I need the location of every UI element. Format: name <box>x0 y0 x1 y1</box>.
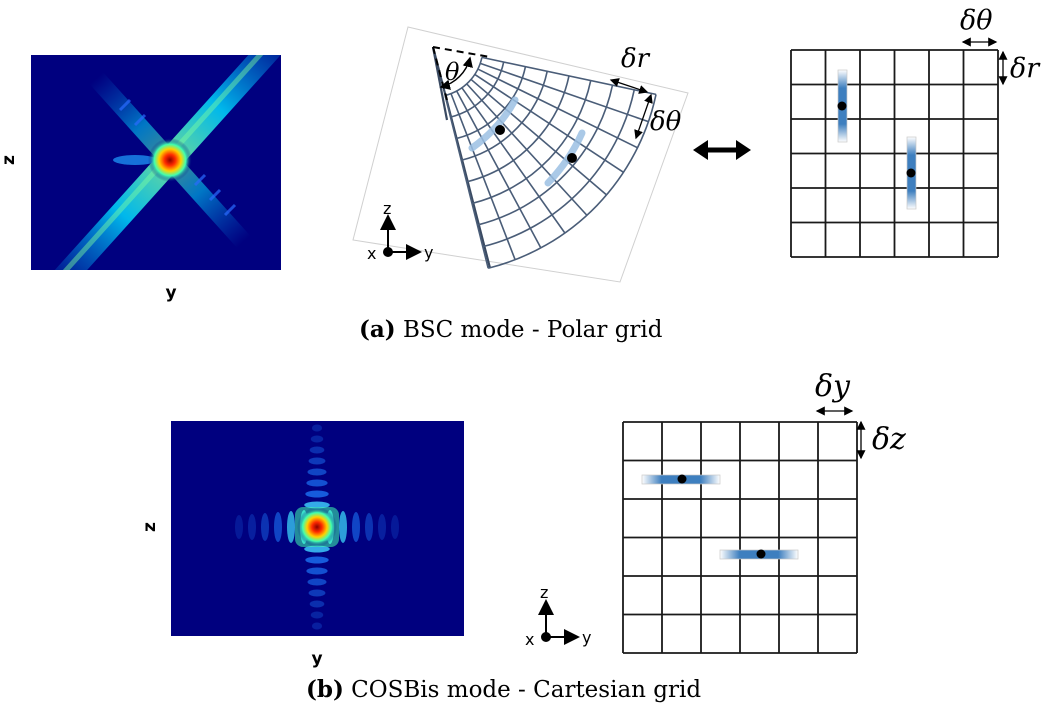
polar-grid <box>352 26 689 283</box>
grid-b-dz-label: δz <box>872 422 906 457</box>
polar-dtheta-label: δθ <box>650 107 682 137</box>
polar-dr-label: δr <box>621 44 651 74</box>
grid-b-markers <box>641 406 866 560</box>
axis-a-up: z <box>383 199 391 218</box>
axis-a-right: y <box>424 243 433 262</box>
heatmap-a-xlabel: y <box>165 283 176 303</box>
axis-a-origin: x <box>367 244 376 263</box>
heatmap-b-ylabel: z <box>140 522 160 532</box>
caption-b-tag: (b) <box>306 676 344 703</box>
caption-b: (b) COSBis mode - Cartesian grid <box>306 676 701 703</box>
grid-a-dtheta-label: δθ <box>960 5 993 36</box>
grid-a-markers <box>837 37 1008 210</box>
caption-a-text: BSC mode - Polar grid <box>402 317 663 343</box>
axes-triad-a <box>380 214 422 260</box>
cartesian-grid-b <box>622 421 858 654</box>
double-headed-arrow-icon <box>693 140 751 160</box>
polar-theta-label: θ <box>445 58 460 86</box>
heatmap-a-ylabel: z <box>0 155 19 165</box>
axis-b-origin: x <box>525 630 534 649</box>
caption-b-text: COSBis mode - Cartesian grid <box>351 677 702 703</box>
heatmap-b <box>171 421 464 636</box>
axes-triad-b <box>538 599 580 645</box>
axis-b-up: z <box>540 583 548 602</box>
axis-b-right: y <box>582 628 591 647</box>
grid-a-dr-label: δr <box>1010 53 1041 84</box>
heatmap-b-xlabel: y <box>311 649 322 669</box>
cartesian-grid-a <box>790 49 999 258</box>
heatmap-a <box>31 55 281 270</box>
grid-b-dy-label: δy <box>815 369 851 404</box>
caption-a-tag: (a) <box>359 316 396 343</box>
caption-a: (a) BSC mode - Polar grid <box>359 316 663 343</box>
